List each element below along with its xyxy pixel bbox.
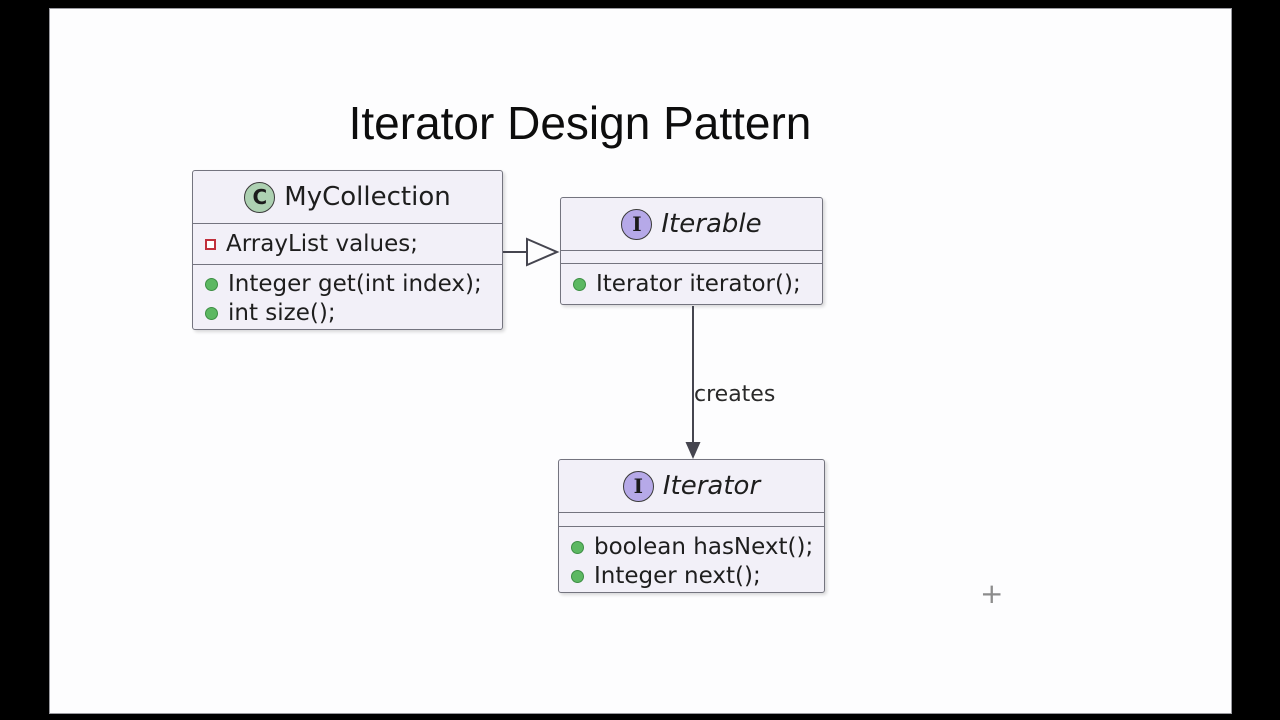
interface-box-iterator: I Iterator boolean hasNext(); Integer ne… xyxy=(558,459,825,593)
fields-compartment: ArrayList values; xyxy=(193,224,502,264)
compartment-divider xyxy=(559,512,824,513)
interface-box-iterable: I Iterable Iterator iterator(); xyxy=(560,197,823,305)
field-row: ArrayList values; xyxy=(193,230,418,259)
method-text: boolean hasNext(); xyxy=(594,534,814,560)
public-method-icon xyxy=(205,307,218,320)
method-text: Iterator iterator(); xyxy=(596,270,801,297)
class-icon: C xyxy=(244,181,276,213)
method-row: boolean hasNext(); xyxy=(559,533,824,562)
public-method-icon xyxy=(205,278,218,291)
class-box-mycollection: C MyCollection ArrayList values; Integer… xyxy=(192,170,503,330)
compartment-divider xyxy=(561,250,822,251)
methods-compartment: boolean hasNext(); Integer next(); xyxy=(559,527,824,591)
method-row: Integer get(int index); xyxy=(193,270,502,299)
page-title: Iterator Design Pattern xyxy=(348,97,812,149)
compartment-divider xyxy=(193,264,502,265)
method-row: Integer next(); xyxy=(559,562,824,591)
method-text: Integer next(); xyxy=(594,563,761,589)
slide-canvas xyxy=(49,8,1232,714)
compartment-divider xyxy=(193,223,502,224)
compartment-divider xyxy=(559,526,824,527)
interface-icon: I xyxy=(621,208,653,240)
field-text: ArrayList values; xyxy=(226,230,419,257)
fields-compartment-empty xyxy=(559,513,824,526)
class-name: MyCollection xyxy=(284,182,451,212)
fields-compartment-empty xyxy=(561,251,822,263)
public-method-icon xyxy=(573,277,586,291)
private-field-icon xyxy=(205,238,216,250)
methods-compartment: Iterator iterator(); xyxy=(561,264,822,304)
method-row: Iterator iterator(); xyxy=(561,270,801,299)
interface-name: Iterable xyxy=(661,209,762,239)
compartment-divider xyxy=(561,263,822,264)
interface-icon-letter: I xyxy=(633,474,644,498)
method-text: Integer get(int index); xyxy=(228,271,482,297)
mouse-cursor-crosshair: + xyxy=(980,577,1004,610)
edge-label-creates: creates xyxy=(694,382,776,407)
public-method-icon xyxy=(571,570,584,583)
interface-header-iterable: I Iterable xyxy=(561,198,822,250)
interface-name: Iterator xyxy=(662,471,761,501)
interface-icon: I xyxy=(622,470,654,502)
interface-icon-letter: I xyxy=(632,212,642,236)
method-row: int size(); xyxy=(193,299,502,328)
class-icon-letter: C xyxy=(252,185,268,209)
method-text: int size(); xyxy=(228,300,336,326)
class-header-mycollection: C MyCollection xyxy=(193,171,502,223)
methods-compartment: Integer get(int index); int size(); xyxy=(193,265,502,328)
public-method-icon xyxy=(571,541,584,554)
interface-header-iterator: I Iterator xyxy=(559,460,824,512)
